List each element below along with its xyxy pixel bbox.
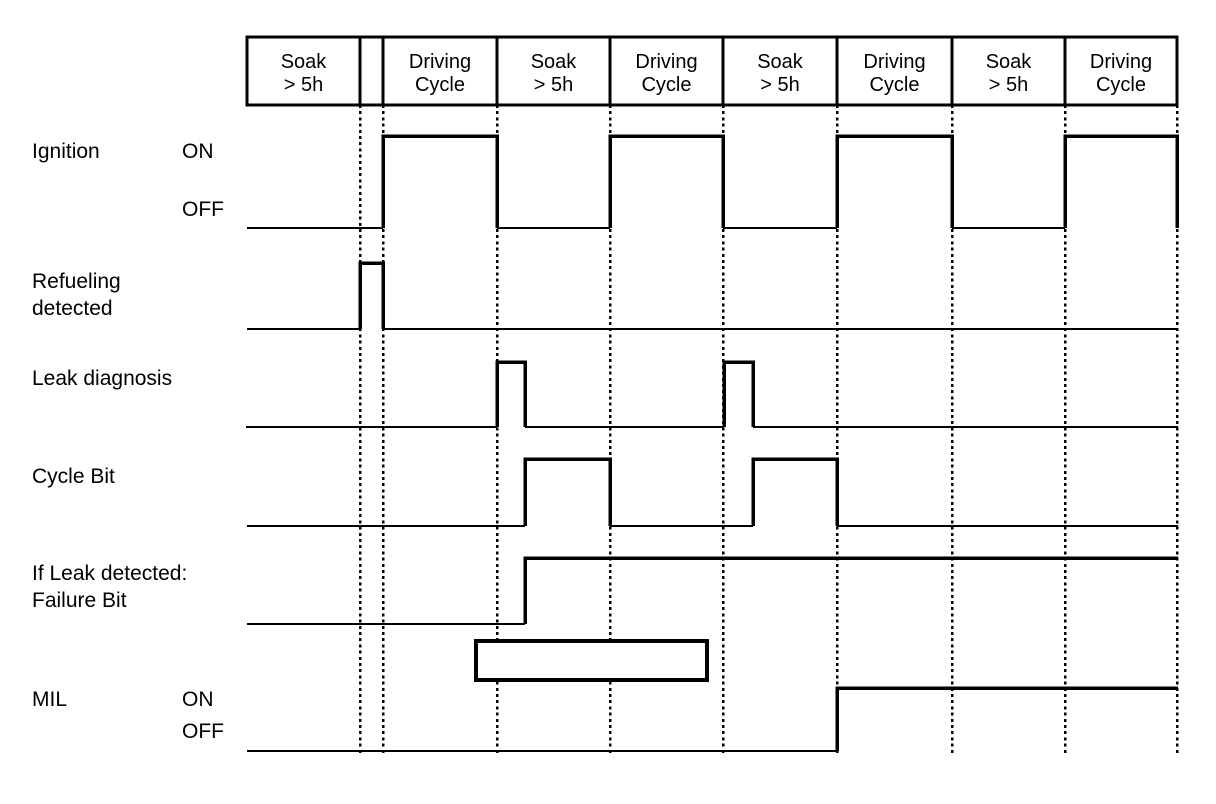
phase-soak-1: Soak> 5h xyxy=(245,35,362,107)
phase-cell-label-line2: Cycle xyxy=(869,74,919,96)
phase-cell-label-line2: > 5h xyxy=(989,74,1028,96)
phase-cell-box xyxy=(1063,35,1179,107)
phase-cell-label-line2: Cycle xyxy=(415,74,465,96)
failure-bit-waveform xyxy=(247,556,1178,625)
phase-cell-label-line1: Soak xyxy=(531,51,578,73)
phase-cell-label-line1: Driving xyxy=(635,51,697,73)
cycle-bit-waveform xyxy=(247,457,1178,527)
failure-bit-active-segment xyxy=(523,556,1178,624)
phase-cell-box xyxy=(381,35,499,107)
phase-cell-box xyxy=(835,35,954,107)
leak-diagnosis-label: Leak diagnosis xyxy=(32,367,173,390)
phase-cell-box xyxy=(608,35,725,107)
phase-cell-label-line1: Driving xyxy=(863,51,925,73)
phase-cell-label-line2: > 5h xyxy=(534,74,573,96)
cycle-bit-active-segment xyxy=(751,457,839,526)
phase-cell-box xyxy=(358,35,385,107)
ignition-off-label: OFF xyxy=(182,198,224,221)
phase-cell-label-line1: Driving xyxy=(409,51,471,73)
mil-on-label: ON xyxy=(182,688,214,711)
phase-cell-box xyxy=(495,35,612,107)
phase-cell-label-line1: Driving xyxy=(1090,51,1152,73)
phase-cell-label-line2: Cycle xyxy=(641,74,691,96)
phase-cell-label-line1: Soak xyxy=(281,51,328,73)
leak-diagnosis-waveform xyxy=(246,360,1178,428)
phase-cell-box xyxy=(950,35,1067,107)
ignition-waveform xyxy=(247,134,1179,229)
phase-cell-box xyxy=(721,35,839,107)
ignition-active-segment xyxy=(608,134,725,228)
phase-refuel-gap xyxy=(358,35,385,107)
phase-cell-label-line2: > 5h xyxy=(284,74,323,96)
mil-waveform xyxy=(247,686,1178,752)
phase-soak-4: Soak> 5h xyxy=(950,35,1067,107)
cycle-bit-active-segment xyxy=(523,457,612,526)
refueling-detected-active-segment xyxy=(358,261,385,329)
phase-cell-label-line1: Soak xyxy=(757,51,804,73)
ignition-on-label: ON xyxy=(182,140,214,163)
ignition-label: Ignition xyxy=(32,140,100,163)
phase-cell-label-line2: > 5h xyxy=(760,74,799,96)
leak-diagnosis-active-segment xyxy=(495,360,527,427)
phase-soak-2: Soak> 5h xyxy=(495,35,612,107)
refueling-label: Refueling detected xyxy=(32,270,121,320)
annotation-box xyxy=(474,639,709,682)
leak-diagnosis-active-segment xyxy=(722,360,755,427)
mil-off-label: OFF xyxy=(182,720,224,743)
mil-active-segment xyxy=(835,686,1178,751)
ignition-active-segment xyxy=(381,134,499,228)
phase-cell-label-line1: Soak xyxy=(986,51,1033,73)
ignition-active-segment xyxy=(1063,134,1179,228)
refueling-detected-waveform xyxy=(247,261,1178,330)
ignition-active-segment xyxy=(835,134,954,228)
cycle-bit-label: Cycle Bit xyxy=(32,465,115,488)
mil-label: MIL xyxy=(32,688,68,711)
phase-soak-3: Soak> 5h xyxy=(721,35,839,107)
failure-bit-label: If Leak detected: Failure Bit xyxy=(32,562,188,612)
phase-cell-label-line2: Cycle xyxy=(1096,74,1146,96)
